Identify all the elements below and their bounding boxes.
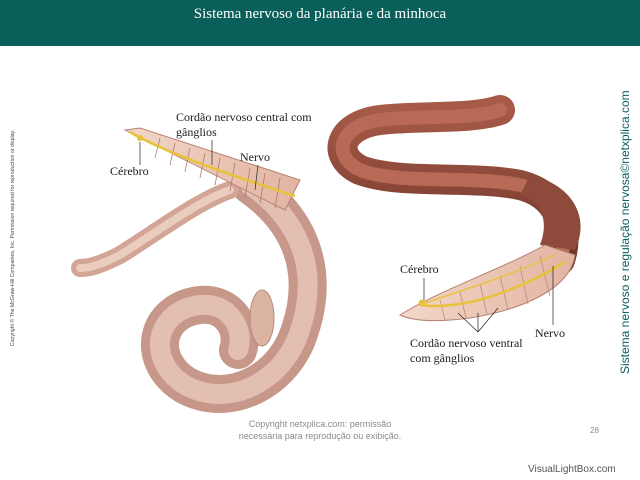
page-number: 28 [590,426,599,435]
right-cord-leader-3 [477,307,499,333]
side-credit-text: Sistema nervoso e regulação nervosa©netx… [618,90,632,374]
left-nerve-leader [254,164,259,191]
right-nerve-label: Nervo [535,326,565,340]
left-brain-label: Cérebro [110,164,149,178]
right-cord-label: Cordão nervoso ventral com gânglios [410,336,535,366]
right-nerve-cord [419,260,566,308]
left-brain [137,135,143,141]
left-cord-label: Cordão nervoso central com gânglios [176,110,316,140]
left-worm-segments [154,137,281,209]
left-worm-tail-rings [76,186,234,272]
left-worm [71,127,327,413]
right-clitellum [520,175,581,250]
side-credit: Sistema nervoso e regulação nervosa©netx… [614,90,636,380]
left-worm-body-highlight [149,175,318,404]
page-title: Sistema nervoso da planária e da minhoca [193,6,447,22]
watermark[interactable]: VisualLightBox.com [528,464,616,475]
left-nerve-label: Nervo [240,150,270,164]
left-cord-label-text: Cordão nervoso central com gânglios [176,110,312,139]
right-worm [327,95,581,333]
right-brain-label: Cérebro [400,262,439,276]
right-nerves [419,254,556,306]
footer-line-1: Copyright netxplica.com: permissão [248,419,392,429]
footer-line-2: necessária para reprodução ou exibição. [238,431,402,441]
right-worm-cutaway [398,244,576,322]
title-bar: Sistema nervoso da planária e da minhoca [0,0,640,46]
right-brain [418,299,426,307]
right-cord-label-text: Cordão nervoso ventral com gânglios [410,336,523,365]
footer-copyright: Copyright netxplica.com: permissão neces… [200,418,440,442]
right-cord-leader-1 [457,312,479,333]
left-clitellum [249,289,275,347]
